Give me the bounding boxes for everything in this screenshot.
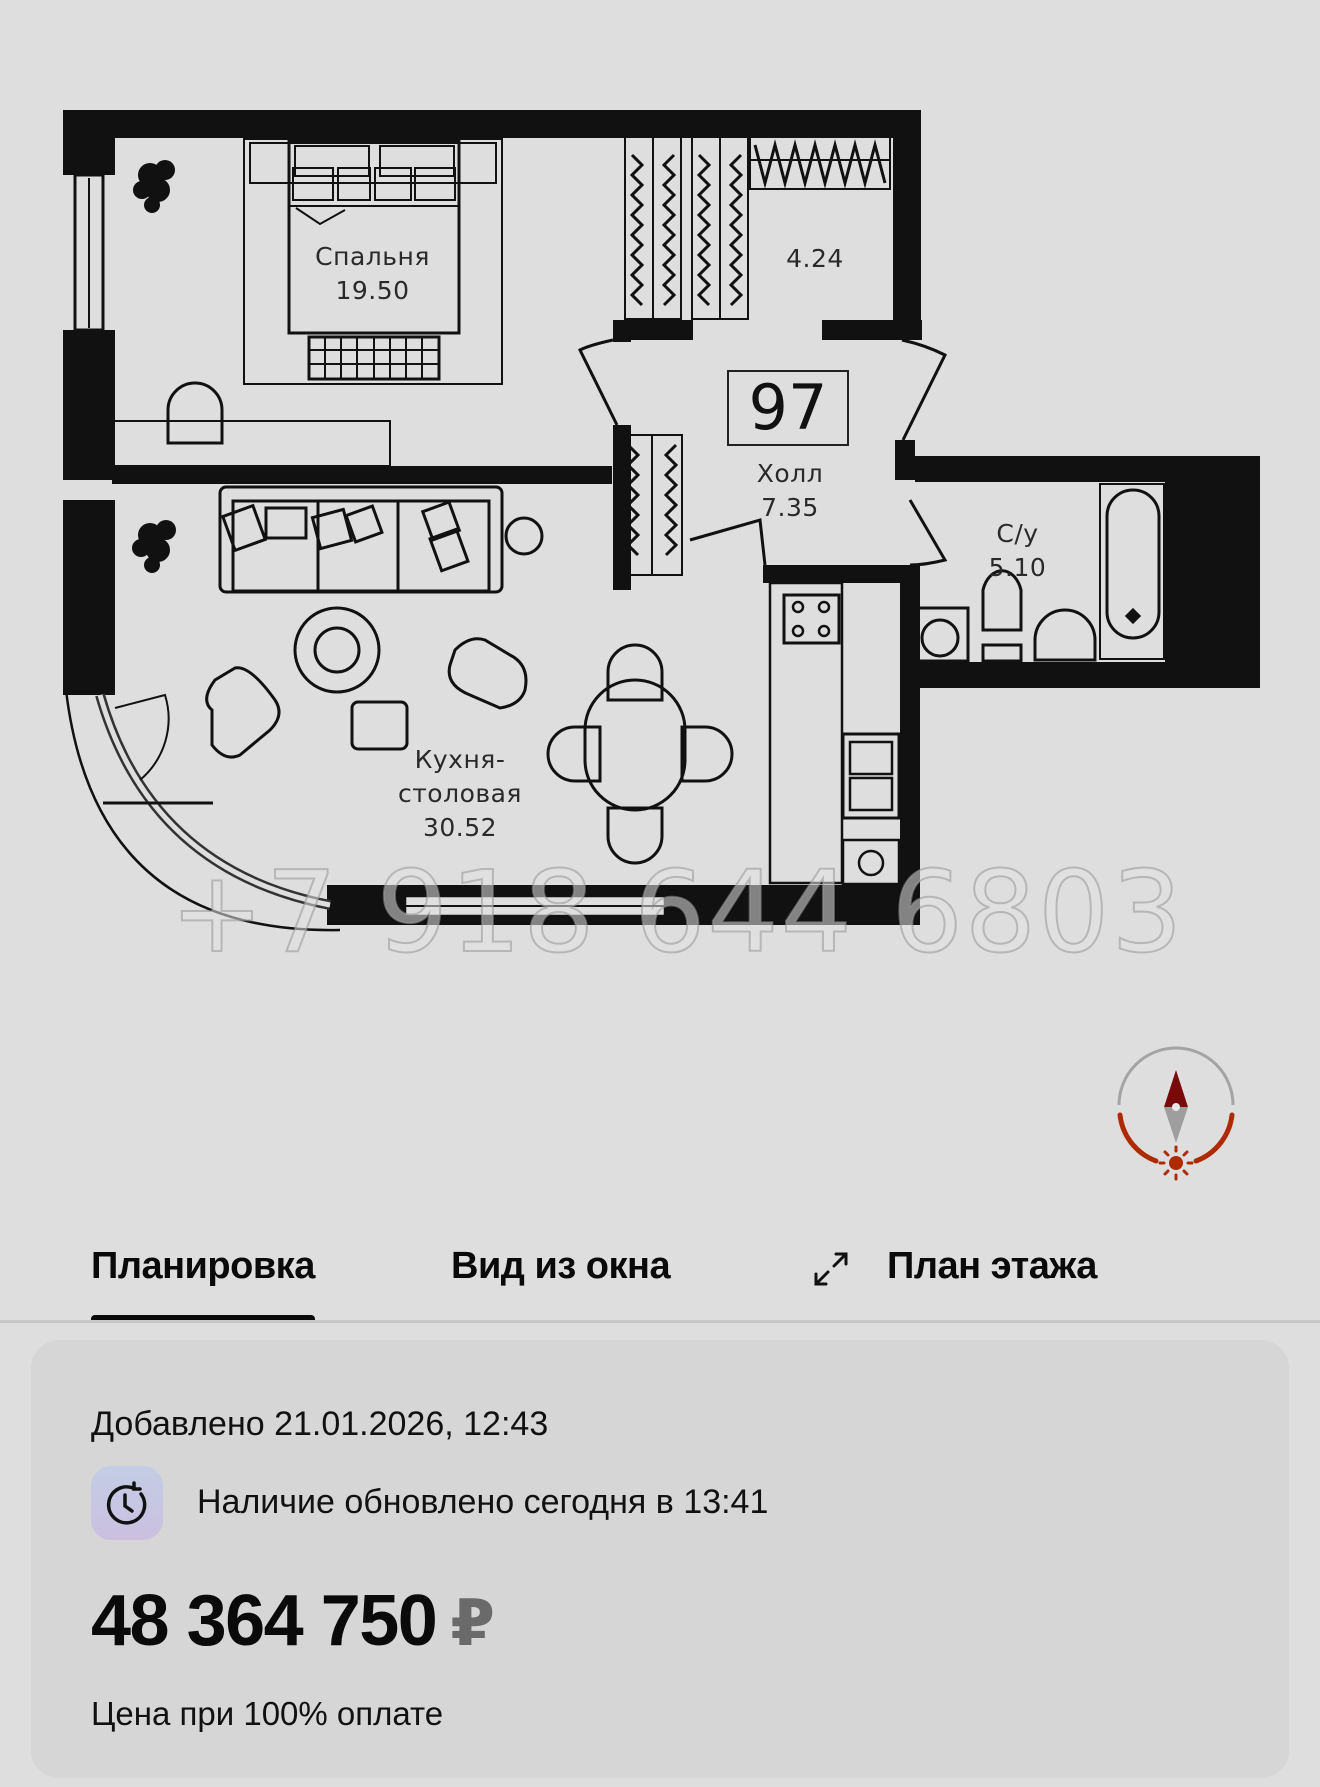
- room-label-bedroom: Спальня 19.50: [290, 240, 455, 308]
- price-value: 48 364 750: [91, 1581, 438, 1661]
- room-name: Холл: [756, 459, 824, 488]
- clock-refresh-icon: [106, 1481, 147, 1525]
- room-label-kitchen: Кухня- столовая 30.52: [380, 743, 540, 845]
- compass-button[interactable]: [1112, 1043, 1240, 1183]
- room-area: 4.24: [786, 244, 844, 273]
- room-area: 19.50: [335, 276, 410, 305]
- availability-status: Наличие обновлено сегодня в 13:41: [197, 1483, 769, 1521]
- tab-layout[interactable]: Планировка: [91, 1226, 315, 1322]
- room-label-closet: 4.24: [765, 242, 865, 276]
- availability-row: Наличие обновлено сегодня в 13:41: [91, 1466, 991, 1542]
- floor-plan[interactable]: Спальня 19.50 4.24 97 Холл 7.35 С/у 5.10…: [0, 0, 1320, 1200]
- tab-floor-plan[interactable]: План этажа: [887, 1245, 1097, 1287]
- ruble-icon: ₽: [450, 1587, 495, 1659]
- expand-icon[interactable]: [810, 1248, 852, 1290]
- room-name: Спальня: [315, 242, 430, 271]
- added-date: Добавлено 21.01.2026, 12:43: [91, 1405, 549, 1443]
- floor-plan-drawing: [63, 110, 1260, 932]
- room-area: 7.35: [761, 493, 819, 522]
- compass-icon: [1117, 1046, 1235, 1181]
- room-name: Кухня-: [414, 745, 506, 774]
- room-name: столовая: [398, 779, 522, 808]
- room-name: С/у: [996, 519, 1039, 548]
- apartment-number: 97: [727, 370, 849, 446]
- tabs-divider: [0, 1320, 1320, 1323]
- tab-window-view[interactable]: Вид из окна: [451, 1245, 671, 1287]
- room-label-hall: Холл 7.35: [730, 457, 850, 525]
- room-area: 30.52: [422, 813, 498, 842]
- price: 48 364 750₽: [91, 1576, 495, 1666]
- listing-info-card: Добавлено 21.01.2026, 12:43 Наличие обно…: [31, 1340, 1289, 1778]
- price-note: Цена при 100% оплате: [91, 1695, 444, 1732]
- room-area: 5.10: [988, 553, 1047, 582]
- availability-icon-badge: [91, 1466, 163, 1540]
- view-tabs: Планировка Вид из окна План этажа: [0, 1226, 1320, 1322]
- room-label-bathroom: С/у 5.10: [965, 517, 1070, 585]
